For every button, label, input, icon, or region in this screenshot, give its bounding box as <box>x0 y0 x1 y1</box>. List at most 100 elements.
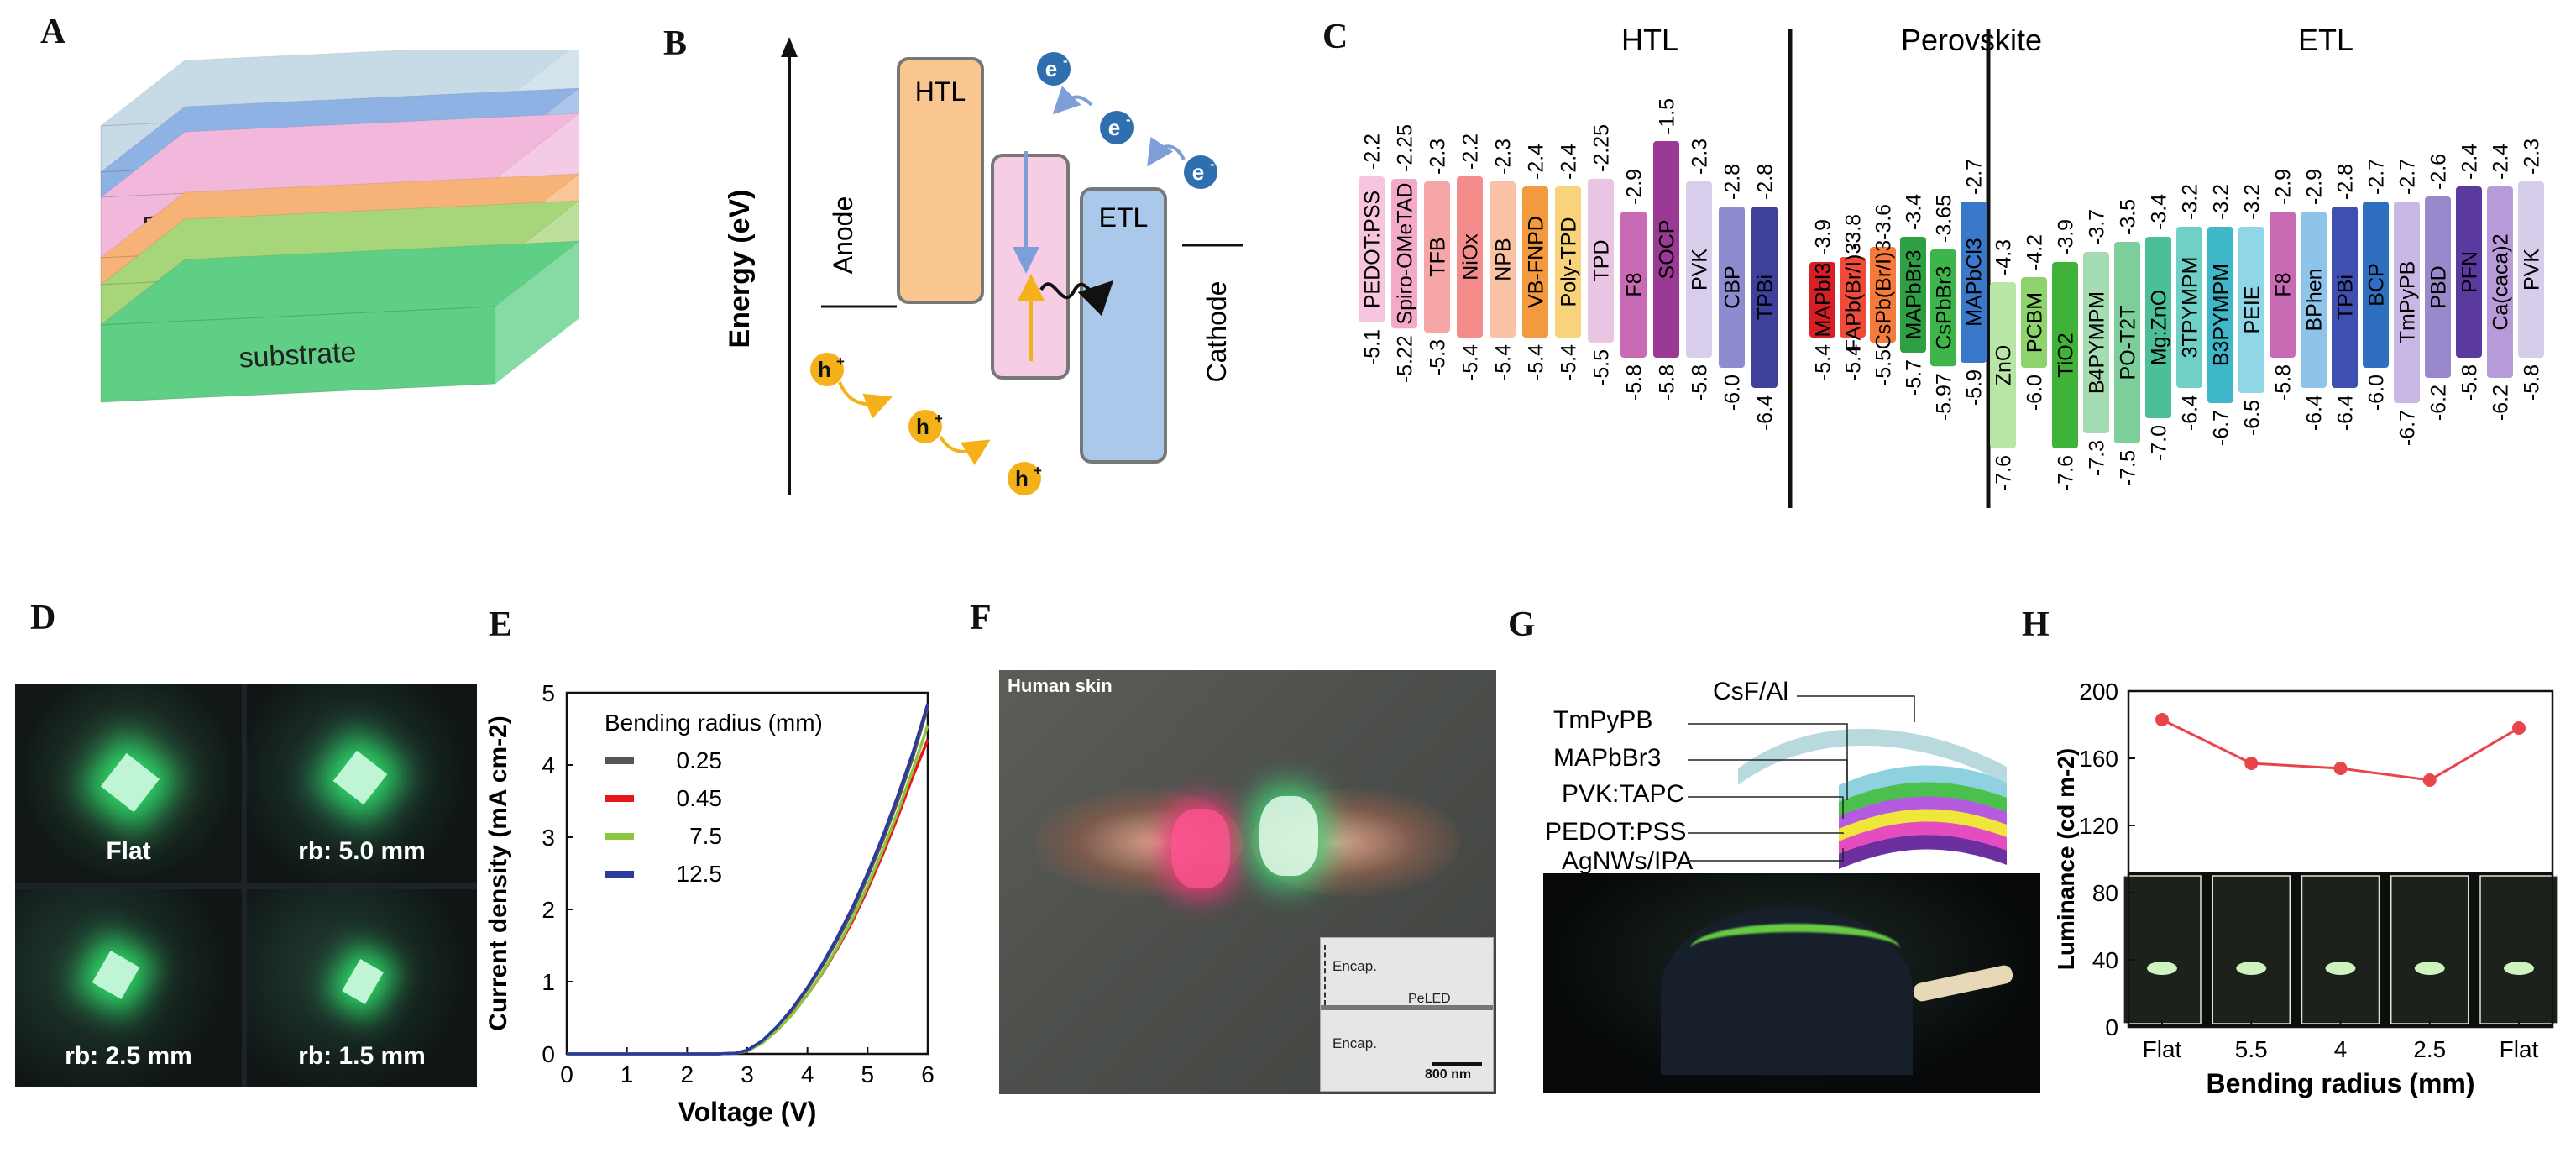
skin-photo: Human skin Encap. PeLED Encap. 800 nm <box>999 670 1496 1094</box>
level-bottom-value: -5.4 <box>1492 344 1516 380</box>
y-tick-label: 160 <box>2079 746 2118 772</box>
level-top-value: -3.9 <box>2055 219 2078 255</box>
material-name: B3PYMPM <box>2210 264 2233 366</box>
level-top-value: -2.4 <box>2490 144 2513 180</box>
svg-text:h: h <box>1015 466 1029 491</box>
electron-2: e- <box>1100 111 1134 144</box>
caption-rb-1-5mm: rb: 1.5 mm <box>298 1042 426 1070</box>
level-top-value: -3.9 <box>1812 219 1835 255</box>
x-tick-label: 4 <box>2334 1036 2348 1062</box>
group-label-perovskite: Perovskite <box>1901 23 2042 57</box>
htl-band <box>897 57 984 304</box>
svg-text:+: + <box>836 354 845 369</box>
peled-layer <box>1321 1005 1493 1010</box>
series-line-12.5 <box>567 703 929 1056</box>
level-bottom-value: -6.4 <box>2179 395 2202 431</box>
red-emission <box>1171 809 1230 888</box>
level-top-value: -2.6 <box>2427 154 2451 190</box>
material-name: TPBi <box>1754 275 1778 320</box>
legend-label: 12.5 <box>677 861 723 887</box>
panel-label-b: B <box>663 24 688 63</box>
stack-layer: substrate <box>99 240 581 403</box>
material-name: 3TPYMPM <box>2179 257 2202 359</box>
series-line-0.45 <box>567 739 929 1056</box>
stack-layer-label: substrate <box>238 336 358 374</box>
level-bottom-value: -5.4 <box>1525 344 1548 380</box>
level-bottom-value: -5.3 <box>1427 339 1450 375</box>
flexible-stack-diagram: CsF/AlTmPyPBMAPbBr3PVK:TAPCPEDOT:PSSAgNW… <box>1545 678 2007 873</box>
svg-text:+: + <box>935 411 943 427</box>
energy-level-bar: -3.4-7.0Mg:ZnO <box>2145 194 2171 461</box>
material-name: F8 <box>2272 272 2296 296</box>
material-name: Poly-TPD <box>1558 217 1581 307</box>
caption-rb-2-5mm: rb: 2.5 mm <box>65 1042 192 1070</box>
level-bottom-value: -6.7 <box>2396 410 2420 446</box>
energy-level-bar: -3.5-7.5PO-T2T <box>2114 199 2140 486</box>
x-tick-label: 4 <box>801 1061 814 1087</box>
emission-spot <box>92 950 140 1000</box>
material-name: NiOx <box>1459 233 1483 280</box>
panel-label-c: C <box>1322 18 1348 56</box>
luminance-point <box>2333 762 2348 775</box>
material-name: VB-FNPD <box>1525 216 1548 308</box>
material-name: Spiro-OMeTAD <box>1394 183 1417 325</box>
stack-label: PEDOT:PSS <box>1545 818 1844 846</box>
hole-hop-arrow-1 <box>838 381 893 419</box>
panel-label-h: H <box>2022 605 2050 644</box>
emission-spot <box>332 750 388 805</box>
material-name: BPhen <box>2303 268 2327 331</box>
material-name: CsPb(Br/I)3 <box>1872 240 1896 350</box>
inset-encap-bottom: Encap. <box>1333 1035 1377 1051</box>
level-top-value: -3.2 <box>2241 184 2264 220</box>
etl-band-label: ETL <box>1099 202 1149 233</box>
bending-photo-strip <box>2123 872 2558 1027</box>
material-name: PO-T2T <box>2117 306 2140 380</box>
level-top-value: -3.5 <box>2117 199 2140 235</box>
level-bottom-value: -5.8 <box>2458 364 2482 401</box>
level-top-value: -2.25 <box>1590 124 1614 172</box>
layer-agnws <box>1839 820 2007 854</box>
level-top-value: -1.5 <box>1656 98 1679 134</box>
stack-label: PVK:TAPC <box>1562 780 1844 819</box>
level-bottom-value: -7.0 <box>2148 425 2171 461</box>
caption-rb-5mm: rb: 5.0 mm <box>298 837 426 865</box>
y-tick-label: 40 <box>2092 947 2118 973</box>
material-name: SOCP <box>1656 220 1679 280</box>
energy-level-bar: -2.4 -5.4 VB-FNPD <box>1522 144 1548 380</box>
level-bottom-value: -6.4 <box>2303 395 2327 431</box>
level-bottom-value: -5.8 <box>1689 364 1712 401</box>
energy-level-bar: -2.9-5.8F8 <box>2270 169 2296 401</box>
emission-wave <box>1039 280 1114 317</box>
level-bottom-value: -5.97 <box>1933 373 1956 421</box>
legend-title: Bending radius (mm) <box>605 710 823 736</box>
level-bottom-value: -5.5 <box>1590 349 1614 385</box>
layer-pvk <box>1839 794 2007 829</box>
level-top-value: -2.4 <box>1525 144 1548 180</box>
level-top-value: -2.8 <box>2334 164 2358 200</box>
svg-text:h: h <box>916 414 929 439</box>
y-axis-label: Current density (mA cm-2) <box>484 715 512 1031</box>
level-bottom-value: -5.1 <box>1361 329 1385 365</box>
level-top-value: -2.3 <box>1427 139 1450 175</box>
photo-rb-1-5mm: rb: 1.5 mm <box>247 889 477 1087</box>
level-top-value: -2.3 <box>1689 139 1712 175</box>
level-top-value: -3.6 <box>1872 204 1896 240</box>
x-tick-label: 2 <box>681 1061 694 1087</box>
level-top-value: -2.9 <box>2272 169 2296 205</box>
stack-label: MAPbBr3 <box>1553 744 1848 800</box>
glowing-pattern <box>1690 924 1900 974</box>
level-bottom-value: -5.4 <box>1558 344 1581 380</box>
layer-csf-al <box>1738 728 2007 785</box>
material-name: ZnO <box>1992 345 2016 386</box>
